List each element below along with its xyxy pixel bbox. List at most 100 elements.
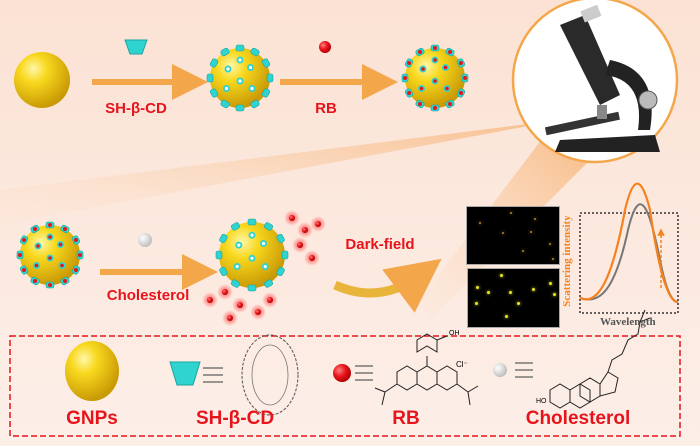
rb-dye bbox=[60, 263, 64, 268]
scattering-spot bbox=[549, 282, 552, 285]
rb-dye bbox=[458, 61, 463, 65]
label-dark-field: Dark-field bbox=[345, 236, 415, 253]
rb-dye bbox=[73, 268, 78, 272]
rb-dye bbox=[33, 227, 37, 232]
cavity bbox=[237, 243, 241, 247]
spectrum-ylabel: Scattering intensity bbox=[561, 215, 573, 307]
rb-dye bbox=[445, 86, 449, 91]
cyclodextrin-cup bbox=[250, 99, 260, 109]
legend-cd-icon bbox=[169, 361, 201, 386]
scattering-spot bbox=[475, 302, 478, 305]
cyclodextrin-icon bbox=[124, 39, 148, 55]
rb-dye bbox=[418, 50, 422, 55]
beta-cyclodextrin-ring bbox=[251, 344, 289, 406]
released-rb-dye bbox=[222, 289, 228, 295]
released-rb-dye bbox=[237, 302, 243, 308]
cyclodextrin-cup bbox=[235, 44, 245, 52]
scattering-spot bbox=[509, 291, 512, 294]
cyclodextrin-cup bbox=[206, 73, 214, 83]
cyclodextrin-cup bbox=[220, 99, 230, 109]
cyclodextrin-cup bbox=[263, 279, 274, 288]
cyclodextrin-cup bbox=[247, 218, 257, 226]
scattering-spot bbox=[476, 286, 479, 289]
released-rb-dye bbox=[227, 315, 233, 321]
rb-dye bbox=[433, 58, 437, 62]
scattering-spot bbox=[479, 222, 481, 224]
rb-dye bbox=[63, 278, 67, 283]
rb-dye bbox=[433, 79, 437, 83]
rb-dye bbox=[33, 278, 37, 283]
cavity bbox=[238, 58, 242, 62]
scattering-spot bbox=[502, 232, 504, 234]
equiv-symbol bbox=[203, 367, 223, 383]
cyclodextrin-cup bbox=[261, 88, 271, 98]
rb-dye bbox=[22, 238, 27, 242]
rb-dye bbox=[73, 238, 78, 242]
released-rb-dyes bbox=[202, 210, 326, 326]
rb-dye bbox=[48, 283, 52, 287]
cavity bbox=[226, 67, 230, 71]
spectrum-after bbox=[579, 182, 679, 304]
cyclodextrin-cup bbox=[281, 250, 289, 260]
rb-dye bbox=[418, 101, 422, 106]
legend-gnp-icon bbox=[65, 341, 119, 401]
scattering-spot bbox=[553, 293, 556, 296]
scattering-spot bbox=[534, 218, 536, 220]
cholesterol-icon bbox=[138, 233, 152, 247]
cyclodextrin-cup bbox=[209, 88, 219, 98]
label-rb: RB bbox=[315, 100, 337, 117]
scattering-spot bbox=[532, 288, 535, 291]
scattering-spectrum bbox=[579, 182, 679, 314]
rb-dye bbox=[407, 91, 412, 95]
cholesterol-structure bbox=[549, 309, 651, 409]
beta-cyclodextrin-structure bbox=[241, 334, 299, 416]
rb-dye bbox=[448, 101, 452, 106]
rb-dye bbox=[419, 86, 424, 91]
rb-dye bbox=[403, 76, 407, 80]
cyclodextrin-cup bbox=[219, 233, 228, 244]
released-rb-dye bbox=[207, 297, 213, 303]
released-rb-dye bbox=[315, 221, 321, 227]
legend-cholesterol-icon bbox=[493, 363, 507, 377]
cyclodextrin-cup bbox=[250, 47, 260, 57]
rb-dye bbox=[421, 67, 425, 71]
cyclodextrin-cup bbox=[266, 73, 274, 83]
legend-box bbox=[9, 335, 681, 437]
cavity bbox=[250, 256, 254, 260]
cyclodextrin-cup bbox=[220, 47, 230, 57]
gnp-cd-rb-probe bbox=[401, 44, 469, 112]
rb-dye bbox=[407, 61, 412, 65]
legend-label-gnps: GNPs bbox=[66, 408, 118, 429]
scattering-spot bbox=[505, 315, 508, 318]
rb-dye bbox=[433, 46, 437, 50]
rb-dye bbox=[48, 223, 52, 227]
gnp-cd-rb-probe-start bbox=[16, 221, 84, 289]
rb-dye bbox=[22, 268, 27, 272]
released-rb-dye bbox=[289, 215, 295, 221]
cyclodextrin-cup bbox=[276, 266, 285, 277]
rb-dye bbox=[458, 91, 463, 95]
cholesterol-ho-label: HO bbox=[536, 398, 547, 405]
rb-dye bbox=[48, 235, 52, 239]
scattering-spot bbox=[530, 231, 532, 233]
rb-cl-label: Cl⁻ bbox=[456, 360, 468, 369]
rb-dye bbox=[448, 50, 452, 55]
cavity bbox=[248, 65, 253, 70]
rhodamine-b-structure bbox=[374, 333, 479, 406]
cyclodextrin-cup bbox=[261, 58, 271, 68]
cyclodextrin-cup bbox=[230, 279, 241, 288]
legend-label-sh-beta-cd: SH-β-CD bbox=[195, 408, 275, 429]
cavity bbox=[235, 264, 239, 269]
rhodamine-b-icon bbox=[319, 41, 331, 53]
dark-field-image-before bbox=[466, 206, 560, 265]
legend-label-rb: RB bbox=[392, 408, 420, 429]
rb-oh-label: OH bbox=[449, 330, 460, 337]
cyclodextrin-cup bbox=[219, 266, 228, 277]
scattering-spot bbox=[552, 258, 554, 260]
scattering-spot bbox=[549, 243, 551, 245]
scattering-spot bbox=[517, 302, 520, 305]
cyclodextrin-cup bbox=[276, 233, 285, 244]
scattering-spot bbox=[487, 291, 490, 294]
